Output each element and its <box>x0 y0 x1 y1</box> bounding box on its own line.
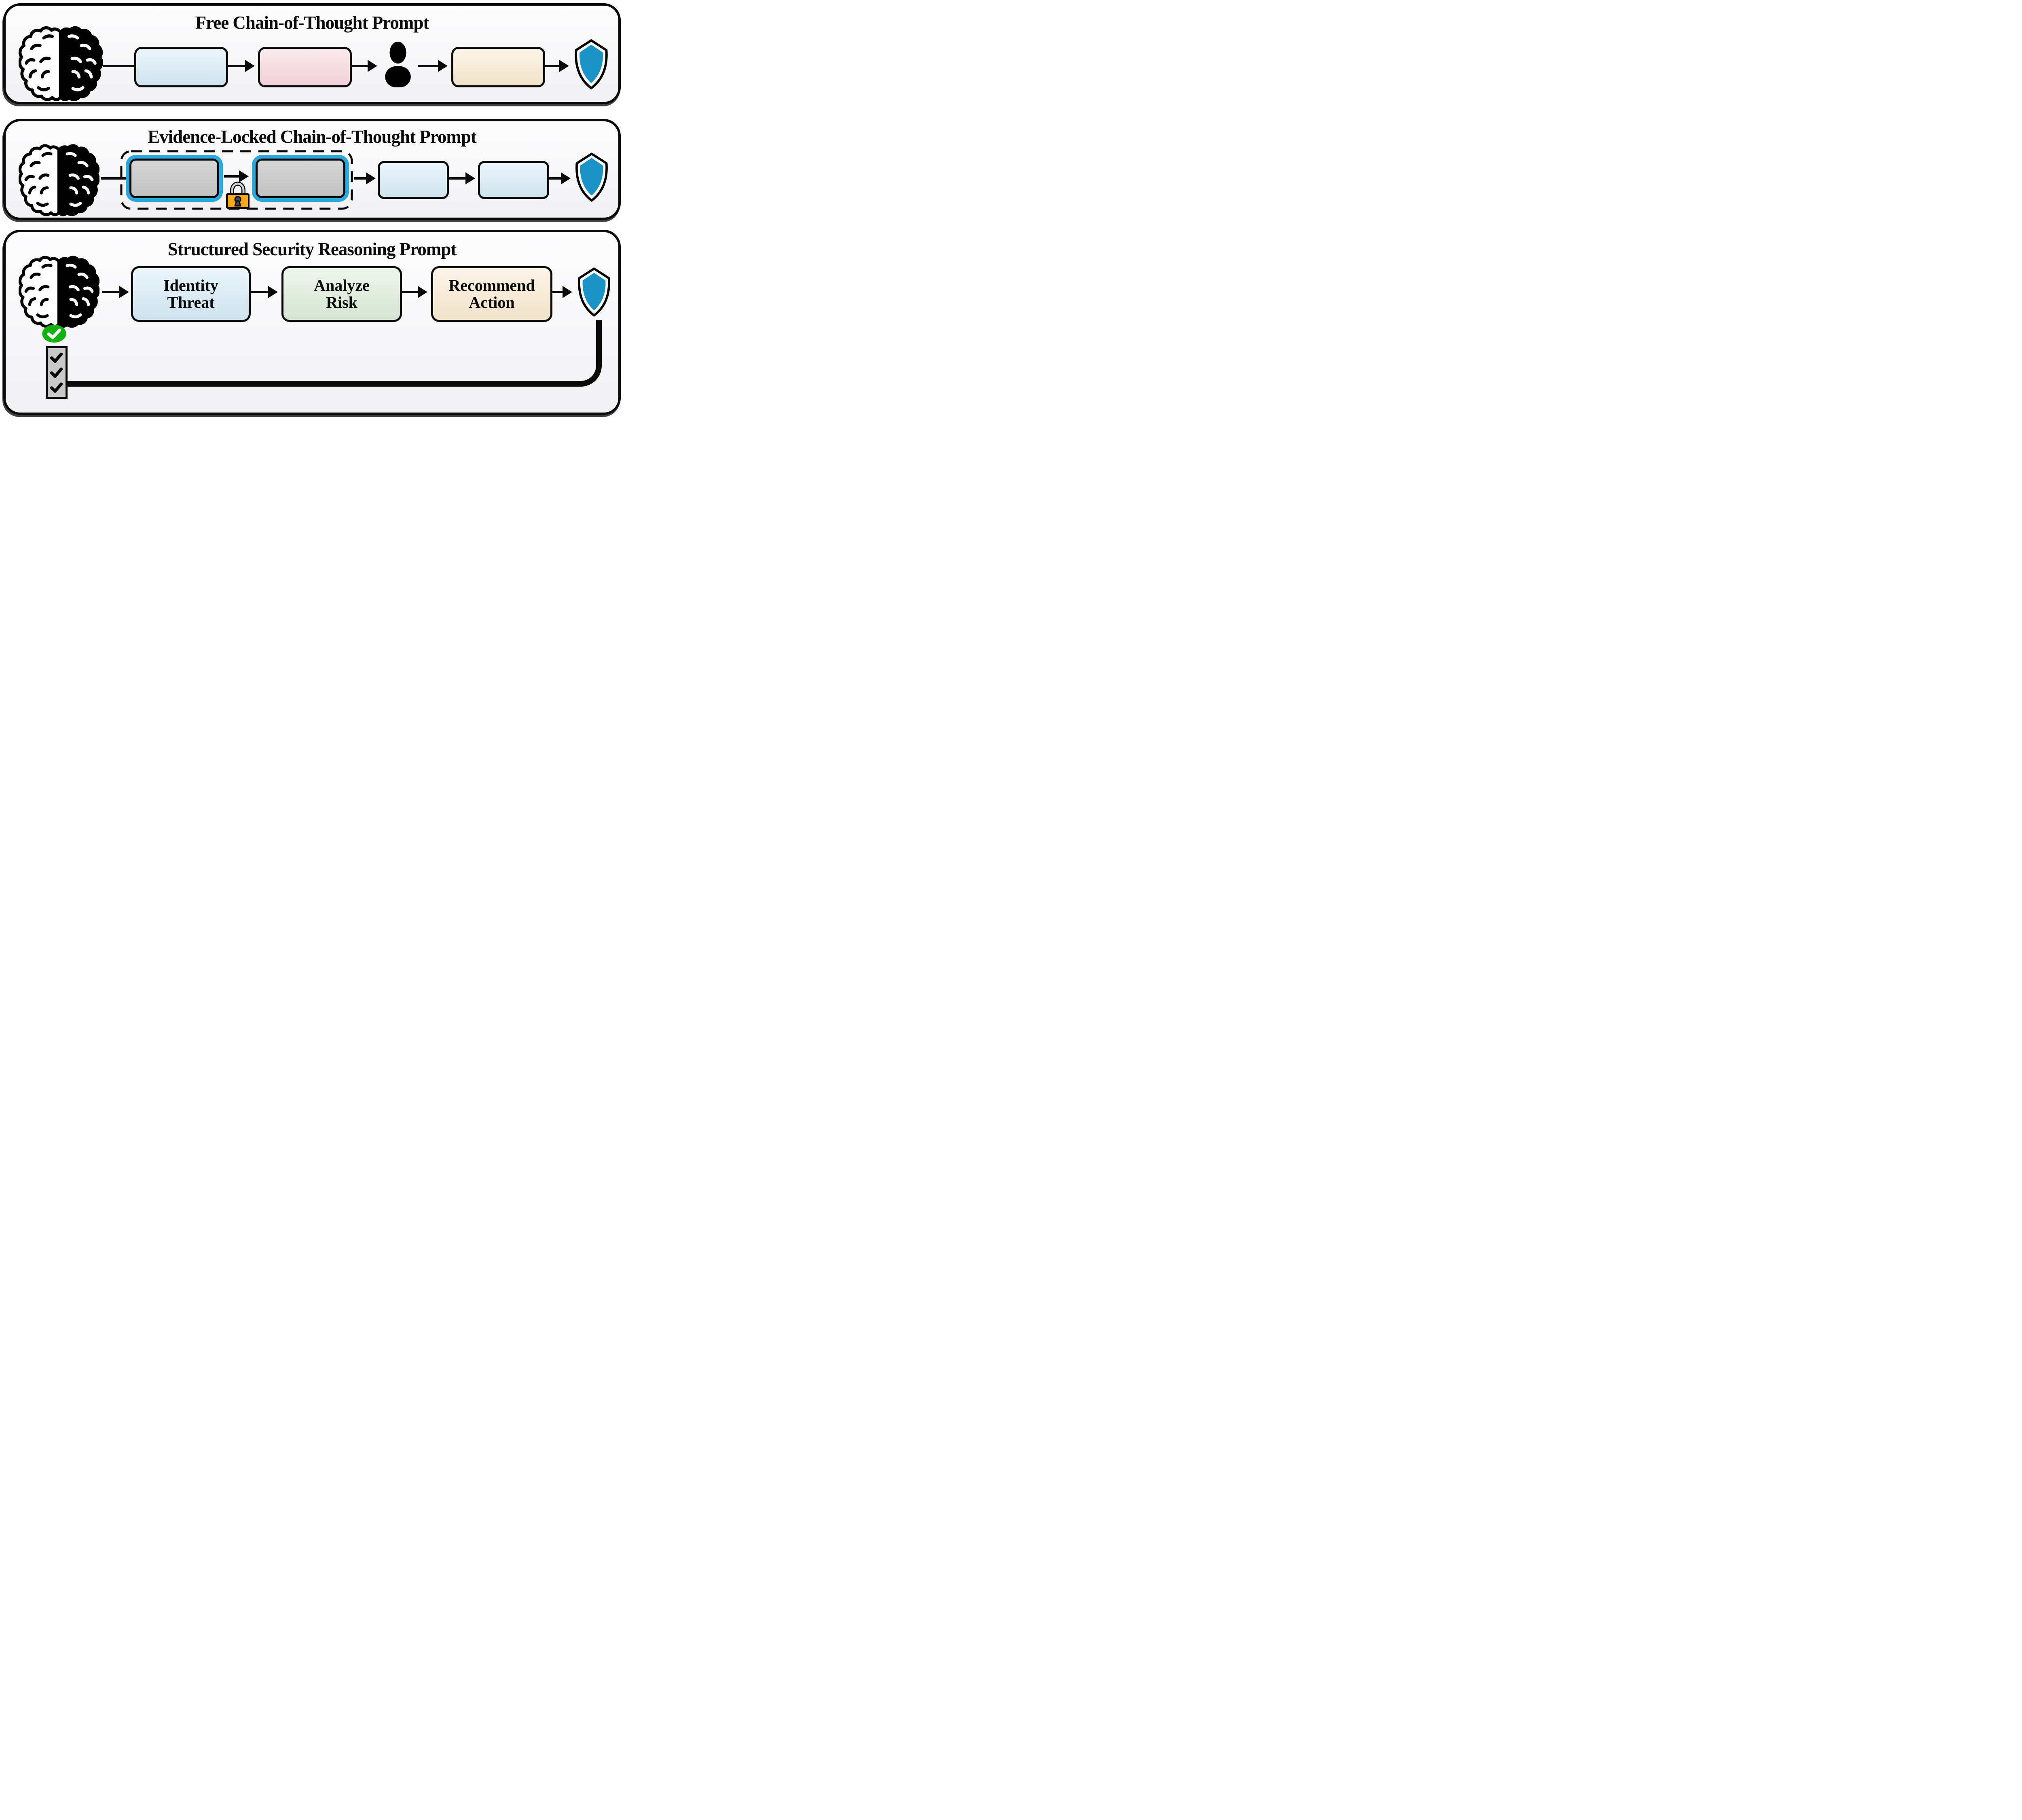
panel-free-cot: Free Chain-of-Thought Prompt <box>3 3 621 104</box>
locked-evidence-box <box>129 159 219 198</box>
stage-box-pink <box>258 47 352 87</box>
feedback-connector-line <box>66 320 602 387</box>
locked-evidence-box <box>256 159 345 198</box>
panel-title: Structured Security Reasoning Prompt <box>167 239 457 259</box>
arrow-icon <box>102 291 120 293</box>
shield-icon <box>572 39 611 90</box>
brain-icon <box>19 26 103 104</box>
connector-line <box>101 177 132 180</box>
arrow-icon <box>250 291 269 293</box>
step-label-line: Threat <box>167 293 215 311</box>
arrow-icon <box>418 65 438 67</box>
arrow-icon <box>544 65 560 67</box>
arrow-icon <box>552 291 563 293</box>
step-label-line: Recommend <box>448 276 535 294</box>
connector-line <box>103 65 134 67</box>
arrow-icon <box>224 175 239 178</box>
checkmark-icon <box>50 367 63 378</box>
step-recommend-action: Recommend Action <box>431 266 552 322</box>
checkmark-icon <box>50 352 63 363</box>
step-label-line: Risk <box>326 293 357 311</box>
shield-icon <box>573 152 611 202</box>
panel-title: Evidence-Locked Chain-of-Thought Prompt <box>148 127 477 147</box>
checkmark-icon <box>50 382 63 393</box>
lock-icon <box>226 178 250 210</box>
arrow-icon <box>351 65 368 67</box>
arrow-icon <box>401 291 418 293</box>
panel-evidence-locked-cot: Evidence-Locked Chain-of-Thought Prompt <box>3 119 621 220</box>
brain-icon <box>19 144 99 218</box>
brain-icon <box>19 256 99 330</box>
stage-box-blue <box>378 161 449 199</box>
step-label-line: Analyze <box>314 276 370 294</box>
arrow-icon <box>354 177 366 180</box>
step-label-line: Action <box>469 293 515 311</box>
arrow-icon <box>228 65 245 67</box>
step-identity-threat: Identity Threat <box>131 266 251 322</box>
panel-structured-security-reasoning: Structured Security Reasoning Prompt Ide… <box>3 230 621 415</box>
arrow-icon <box>448 177 466 180</box>
step-analyze-risk: Analyze Risk <box>281 266 402 322</box>
person-icon <box>385 42 411 87</box>
stage-box-tan <box>451 47 545 87</box>
stage-box-blue <box>478 161 549 199</box>
check-circle-icon <box>42 324 66 343</box>
checklist-icon <box>46 346 68 399</box>
step-label-line: Identity <box>163 276 218 294</box>
diagram-canvas: Free Chain-of-Thought Prompt Evidence-Lo… <box>0 0 625 419</box>
panel-title: Free Chain-of-Thought Prompt <box>195 13 429 33</box>
shield-icon <box>575 267 613 317</box>
arrow-icon <box>548 177 561 180</box>
stage-box-blue <box>134 47 228 87</box>
